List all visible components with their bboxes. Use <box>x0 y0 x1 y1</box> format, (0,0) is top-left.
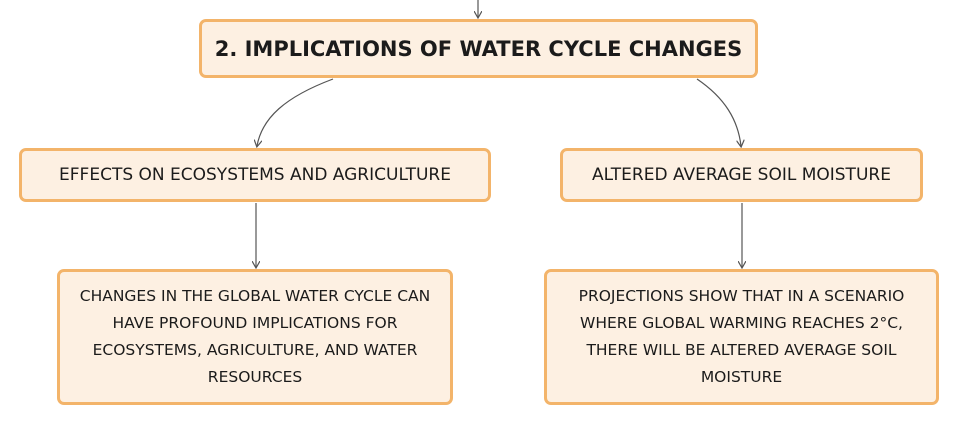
connector-root-to-effects <box>257 78 334 146</box>
root-node[interactable]: 2. IMPLICATIONS OF WATER CYCLE CHANGES <box>199 19 758 78</box>
root-node-label: 2. IMPLICATIONS OF WATER CYCLE CHANGES <box>214 36 743 61</box>
branch-node-effects[interactable]: EFFECTS ON ECOSYSTEMS AND AGRICULTURE <box>19 148 491 202</box>
connector-root-to-soil <box>696 78 741 146</box>
detail-node-effects[interactable]: CHANGES IN THE GLOBAL WATER CYCLE CAN HA… <box>57 269 453 405</box>
detail-node-effects-text: CHANGES IN THE GLOBAL WATER CYCLE CAN HA… <box>79 287 431 386</box>
branch-node-soil-moisture[interactable]: ALTERED AVERAGE SOIL MOISTURE <box>560 148 923 202</box>
detail-node-soil-moisture-text: PROJECTIONS SHOW THAT IN A SCENARIO WHER… <box>578 287 905 386</box>
branch-node-soil-moisture-label: ALTERED AVERAGE SOIL MOISTURE <box>592 165 891 185</box>
detail-node-soil-moisture[interactable]: PROJECTIONS SHOW THAT IN A SCENARIO WHER… <box>544 269 939 405</box>
branch-node-effects-label: EFFECTS ON ECOSYSTEMS AND AGRICULTURE <box>59 165 451 185</box>
